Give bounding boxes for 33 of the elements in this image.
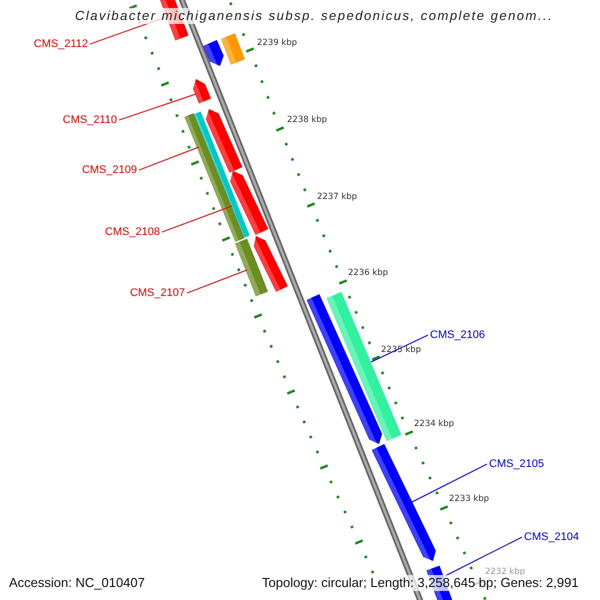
- gene-feature: [202, 109, 242, 173]
- leader-line: [444, 536, 522, 576]
- tick-label: 2239 kbp: [257, 39, 298, 48]
- leader-line: [162, 206, 232, 233]
- gene-feature: [227, 171, 268, 235]
- gene-feature: [306, 294, 382, 447]
- leader-line: [138, 146, 200, 171]
- tick-label: 2238 kbp: [287, 116, 328, 126]
- gene-feature: [190, 79, 212, 104]
- tick-label: 2233 kbp: [449, 495, 490, 504]
- leader-line: [370, 334, 428, 362]
- footer-text: Accession: NC_010407: [7, 575, 147, 592]
- gene-label: CMS_2104: [524, 531, 580, 544]
- leader-line: [118, 94, 196, 121]
- tick-label: 2237 kbp: [317, 193, 358, 202]
- gene-label: CMS_2105: [489, 458, 544, 470]
- gene-label: CMS_2109: [82, 164, 137, 176]
- gene-label: CMS_2108: [104, 226, 160, 238]
- gene-label: CMS_2106: [430, 329, 486, 342]
- leader-line: [412, 464, 488, 502]
- gene-label: CMS_2112: [34, 38, 88, 50]
- gene-feature: [184, 113, 245, 242]
- leader-line: [186, 270, 248, 294]
- gene-feature: [326, 292, 402, 442]
- tick-label: 2236 kbp: [348, 269, 388, 278]
- gene-label: CMS_2107: [130, 287, 185, 300]
- gene-feature: [221, 33, 245, 65]
- tick-label: 2234 kbp: [414, 420, 454, 430]
- tick-label: 2232 kbp: [485, 568, 526, 578]
- gene-label: CMS_2110: [62, 114, 117, 126]
- gene-feature: [203, 40, 224, 69]
- gene-feature: [372, 444, 436, 564]
- gene-feature: [234, 238, 268, 296]
